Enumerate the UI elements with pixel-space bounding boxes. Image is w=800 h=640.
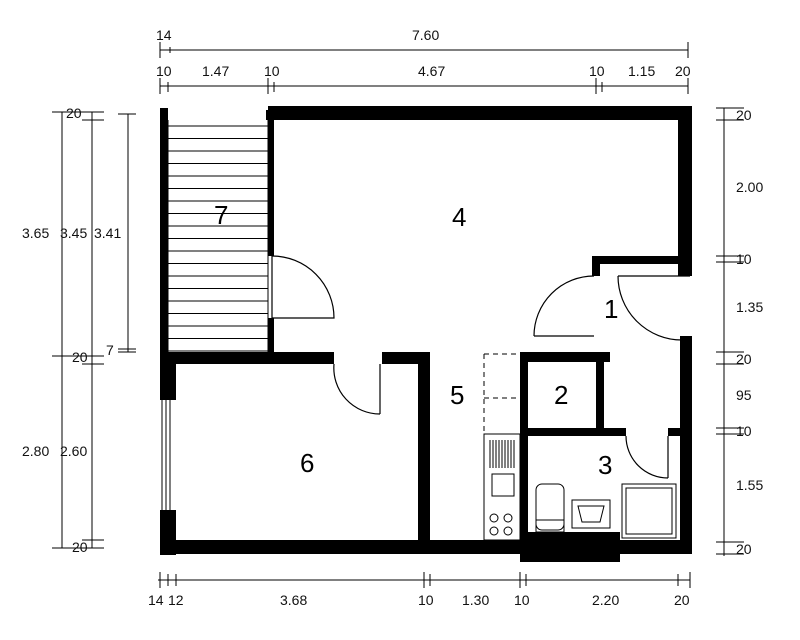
dim-right-seg-1: 20 bbox=[736, 107, 752, 123]
dim-left-total-2: 3.45 bbox=[60, 225, 87, 241]
dim-bottom-seg-4: 10 bbox=[418, 592, 434, 608]
room-label-6: 6 bbox=[300, 448, 314, 478]
dim-right-seg-3: 10 bbox=[736, 251, 752, 267]
dim-top-seg-1: 10 bbox=[156, 63, 172, 79]
dim-right-seg-2: 2.00 bbox=[736, 179, 763, 195]
room-label-7: 7 bbox=[214, 200, 228, 230]
bottom-dimensions: 14 12 3.68 10 1.30 10 2.20 20 bbox=[148, 572, 691, 608]
dim-bottom-seg-7: 2.20 bbox=[592, 592, 619, 608]
dim-bottom-seg-2: 12 bbox=[168, 592, 184, 608]
dim-right-seg-4: 1.35 bbox=[736, 299, 763, 315]
dim-bottom-seg-8: 20 bbox=[674, 592, 690, 608]
dim-top-seg-6: 1.15 bbox=[628, 63, 655, 79]
dim-top-wall: 14 bbox=[156, 27, 172, 43]
dim-top-seg-7: 20 bbox=[675, 63, 691, 79]
dim-left-total-3: 3.41 bbox=[94, 225, 121, 241]
room-label-2: 2 bbox=[554, 380, 568, 410]
dim-right-seg-8: 1.55 bbox=[736, 477, 763, 493]
dim-left-mid-wall: 20 bbox=[72, 349, 88, 365]
dim-bottom-seg-5: 1.30 bbox=[462, 592, 489, 608]
dim-top-seg-2: 1.47 bbox=[202, 63, 229, 79]
dim-bottom-seg-1: 14 bbox=[148, 592, 164, 608]
dim-left-total-1: 3.65 bbox=[22, 225, 49, 241]
top-dimensions: 14 7.60 10 1.47 10 4.67 10 1.15 20 bbox=[156, 27, 691, 94]
dim-right-seg-6: 95 bbox=[736, 387, 752, 403]
room-label-4: 4 bbox=[452, 202, 466, 232]
walls bbox=[160, 106, 692, 562]
room-label-5: 5 bbox=[450, 380, 464, 410]
dim-right-seg-7: 10 bbox=[736, 423, 752, 439]
dim-left-mid-small: 7 bbox=[106, 342, 114, 358]
room-label-1: 1 bbox=[604, 294, 618, 324]
room-labels: 1 2 3 4 5 6 7 bbox=[214, 200, 618, 480]
right-dimensions: 20 2.00 10 1.35 20 95 10 1.55 20 bbox=[716, 107, 763, 557]
room-label-3: 3 bbox=[598, 450, 612, 480]
left-dimensions: 20 3.65 3.45 3.41 20 7 2.80 2.60 20 bbox=[22, 105, 136, 555]
staircase bbox=[168, 125, 268, 352]
dim-left-upper-wall: 20 bbox=[66, 105, 82, 121]
dim-bottom-seg-6: 10 bbox=[514, 592, 530, 608]
doors bbox=[271, 255, 690, 479]
dim-top-seg-4: 4.67 bbox=[418, 63, 445, 79]
dashed-cabinet bbox=[483, 353, 520, 432]
dim-top-overall: 7.60 bbox=[412, 27, 439, 43]
dim-left-bottom-wall: 20 bbox=[72, 539, 88, 555]
dim-right-seg-9: 20 bbox=[736, 541, 752, 557]
dim-top-seg-5: 10 bbox=[589, 63, 605, 79]
kitchen-unit bbox=[483, 433, 521, 541]
window bbox=[160, 400, 176, 510]
dim-bottom-seg-3: 3.68 bbox=[280, 592, 307, 608]
dim-top-seg-3: 10 bbox=[264, 63, 280, 79]
dim-left-lower-total-1: 2.80 bbox=[22, 443, 49, 459]
dim-right-seg-5: 20 bbox=[736, 351, 752, 367]
dim-left-lower-total-2: 2.60 bbox=[60, 443, 87, 459]
bathroom-fixtures bbox=[535, 483, 677, 539]
